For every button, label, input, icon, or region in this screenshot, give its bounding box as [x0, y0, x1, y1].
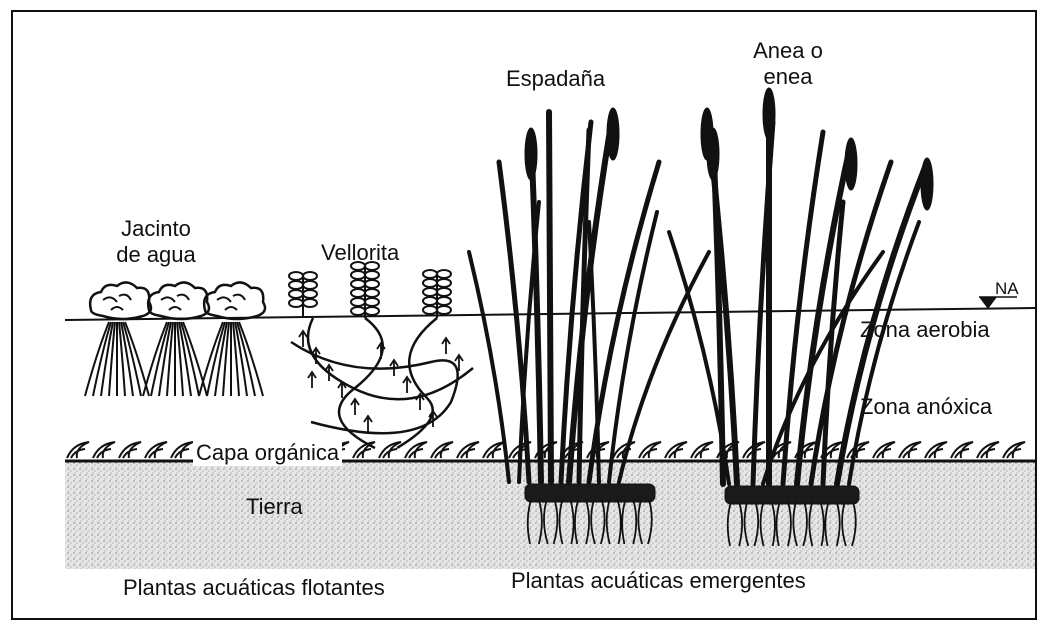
- organic-swirl: [639, 442, 661, 458]
- label-na: NA: [995, 276, 1019, 302]
- label-plantas-emergentes: Plantas acuáticas emergentes: [511, 568, 806, 594]
- organic-swirl: [431, 442, 453, 458]
- organic-swirl: [353, 442, 375, 458]
- plant-stem: [549, 112, 551, 482]
- rhizome: [525, 484, 655, 502]
- label-tierra: Tierra: [246, 494, 303, 520]
- label-zona-aerobia: Zona aerobia: [860, 317, 990, 343]
- label-plantas-flotantes: Plantas acuáticas flotantes: [123, 575, 385, 601]
- vellorita-shoot: [442, 338, 450, 354]
- plant-stem: [469, 252, 509, 482]
- label-anea-line1: Anea o: [733, 38, 843, 64]
- organic-swirl: [483, 442, 505, 458]
- organic-swirl: [1003, 442, 1025, 458]
- seed-spike: [701, 108, 713, 160]
- label-jacinto-line2: de agua: [101, 242, 211, 268]
- organic-swirl: [457, 442, 479, 458]
- vellorita-shoot: [325, 365, 333, 381]
- seed-spike: [607, 108, 619, 160]
- organic-swirl: [379, 442, 401, 458]
- water-hyacinth-plants: [85, 282, 265, 396]
- diagram-frame: Jacinto de agua Vellorita Espadaña Anea …: [11, 10, 1037, 620]
- organic-swirl: [145, 442, 167, 458]
- organic-swirl: [691, 442, 713, 458]
- label-jacinto-line1: Jacinto: [101, 216, 211, 242]
- hyacinth-plant: [143, 282, 209, 396]
- wetland-illustration: [13, 12, 1037, 620]
- vellorita-shoot: [308, 372, 316, 388]
- rhizome: [725, 486, 859, 504]
- seed-spike: [845, 138, 857, 190]
- organic-swirl: [93, 442, 115, 458]
- vellorita-shoot: [403, 377, 411, 393]
- organic-swirl: [119, 442, 141, 458]
- vellorita-plant: [423, 270, 451, 318]
- vellorita-stolon: [308, 318, 473, 399]
- vellorita-shoot: [299, 331, 307, 347]
- seed-spike: [763, 88, 775, 140]
- label-vellorita: Vellorita: [321, 240, 399, 266]
- seed-spike: [525, 128, 537, 180]
- hyacinth-plant: [199, 282, 265, 396]
- label-anea-line2: enea: [733, 64, 843, 90]
- organic-swirl: [67, 442, 89, 458]
- organic-swirl: [977, 442, 999, 458]
- seed-spike: [921, 158, 933, 210]
- organic-swirl: [405, 442, 427, 458]
- organic-swirl: [665, 442, 687, 458]
- label-capa-organica: Capa orgánica: [193, 440, 342, 466]
- vellorita-shoot: [364, 416, 372, 432]
- organic-swirl: [899, 442, 921, 458]
- label-espadana: Espadaña: [506, 66, 605, 92]
- organic-swirl: [171, 442, 193, 458]
- vellorita-shoot: [351, 399, 359, 415]
- vellorita-plant: [351, 262, 379, 318]
- organic-swirl: [951, 442, 973, 458]
- organic-swirl: [873, 442, 895, 458]
- plant-stem: [619, 252, 709, 482]
- label-zona-anoxica: Zona anóxica: [860, 394, 992, 420]
- vellorita-plant: [289, 272, 317, 318]
- vellorita-plants: [289, 262, 473, 448]
- organic-swirl: [925, 442, 947, 458]
- plant-stem: [531, 132, 541, 482]
- hyacinth-plant: [85, 282, 151, 396]
